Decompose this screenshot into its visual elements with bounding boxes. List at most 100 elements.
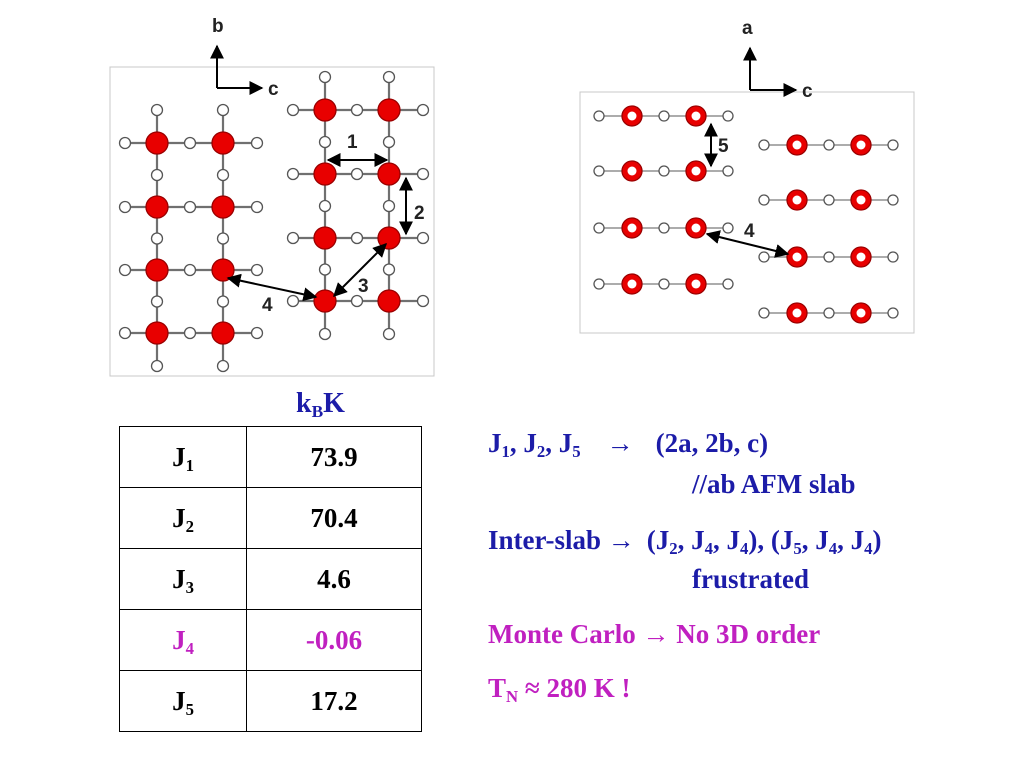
ligand-atom (216, 168, 230, 182)
j-name-cell: J2 (119, 487, 247, 549)
ligand-atom (318, 327, 332, 341)
cu-atom (377, 98, 401, 122)
ligand-atom (350, 167, 364, 181)
ligand-atom (722, 278, 734, 290)
right-structure-panel (579, 91, 915, 334)
ligand-atom (250, 263, 264, 277)
note-result-1: (2a, 2b, c) (655, 428, 769, 458)
cu-atom-center (627, 223, 637, 233)
ligand-atom (216, 232, 230, 245)
ligand-atom (823, 307, 835, 319)
ligand-atom (250, 200, 264, 214)
cu-atom-center (792, 195, 802, 205)
left-axis-b-label: b (212, 16, 224, 37)
j-name-cell: J1 (119, 426, 247, 488)
ligand-atom (318, 135, 332, 149)
ligand-atom (593, 110, 605, 122)
ligand-atom (658, 110, 670, 122)
note-line-2: //ab AFM slab (692, 469, 856, 499)
ligand-atom (183, 200, 197, 214)
cu-atom-center (856, 308, 866, 318)
j-value-cell: 4.6 (246, 548, 422, 610)
j-value-cell: 17.2 (246, 670, 422, 732)
ligand-atom (887, 307, 899, 319)
ligand-atom (318, 263, 332, 276)
ligand-atom (216, 295, 230, 308)
ligand-atom (382, 70, 396, 84)
cu-atom (313, 98, 337, 122)
cu-atom-center (856, 140, 866, 150)
cu-atom-center (627, 111, 637, 121)
cu-atom (313, 226, 337, 250)
ligand-atom (382, 135, 396, 149)
unit-sub: B (311, 402, 324, 422)
cu-atom (145, 195, 169, 219)
cu-atom (211, 131, 235, 155)
note-line-4: frustrated (692, 564, 809, 594)
ligand-atom (593, 165, 605, 177)
ligand-atom (183, 136, 197, 150)
cu-atom-center (856, 252, 866, 262)
table-row: J4-0.06 (119, 609, 422, 671)
ligand-atom (118, 136, 132, 150)
ligand-atom (382, 199, 396, 213)
ligand-atom (150, 232, 164, 245)
j-value-cell: -0.06 (246, 609, 422, 671)
cu-atom-center (691, 111, 701, 121)
note-line-3: Inter-slab →(J2, J4, J4), (J5, J4, J4) (488, 525, 882, 559)
cu-atom (313, 289, 337, 313)
j3-label: 3 (358, 276, 369, 297)
left-lattice (118, 70, 430, 373)
j4-label-right: 4 (744, 221, 755, 242)
ligand-atom (416, 231, 430, 245)
cu-atom-center (627, 166, 637, 176)
note-arrow-1: → (606, 428, 634, 458)
ligand-atom (150, 359, 164, 373)
ligand-atom (658, 165, 670, 177)
left-axes: b c (210, 16, 279, 100)
ligand-atom (758, 307, 770, 319)
j3-arrow (333, 243, 387, 297)
ligand-atom (286, 294, 300, 308)
j-value-cell: 73.9 (246, 426, 422, 488)
right-lattice (593, 105, 899, 324)
cu-atom (377, 162, 401, 186)
ligand-atom (758, 251, 770, 263)
ligand-atom (722, 222, 734, 234)
ligand-atom (118, 326, 132, 340)
ligand-atom (118, 200, 132, 214)
ligand-atom (416, 294, 430, 308)
ligand-atom (286, 231, 300, 245)
j4-arrow-right (705, 230, 790, 258)
ligand-atom (318, 199, 332, 213)
ligand-atom (416, 103, 430, 117)
ligand-atom (722, 110, 734, 122)
ligand-atom (382, 263, 396, 276)
j4-arrow-left (226, 273, 318, 302)
note-line-1: J1, J2, J5→(2a, 2b, c) (488, 428, 769, 462)
cu-atom-center (691, 166, 701, 176)
right-exchange-paths: 5 4 (704, 122, 790, 258)
ligand-atom (350, 294, 364, 308)
ligand-atom (887, 194, 899, 206)
ligand-atom (286, 167, 300, 181)
ligand-atom (887, 251, 899, 263)
j1-label: 1 (347, 132, 358, 153)
left-axis-c-label: c (268, 79, 279, 100)
j5-label: 5 (718, 136, 729, 157)
j-name-cell: J5 (119, 670, 247, 732)
ligand-atom (150, 295, 164, 308)
cu-atom (377, 289, 401, 313)
j-name-cell: J3 (119, 548, 247, 610)
cu-atom (211, 195, 235, 219)
ligand-atom (823, 139, 835, 151)
ligand-atom (286, 103, 300, 117)
crystal-structure-figure: b c 1 2 3 4 a c 5 4 (109, 16, 915, 377)
cu-atom (211, 321, 235, 345)
cu-atom-center (792, 252, 802, 262)
right-axis-c-label: c (802, 81, 813, 102)
